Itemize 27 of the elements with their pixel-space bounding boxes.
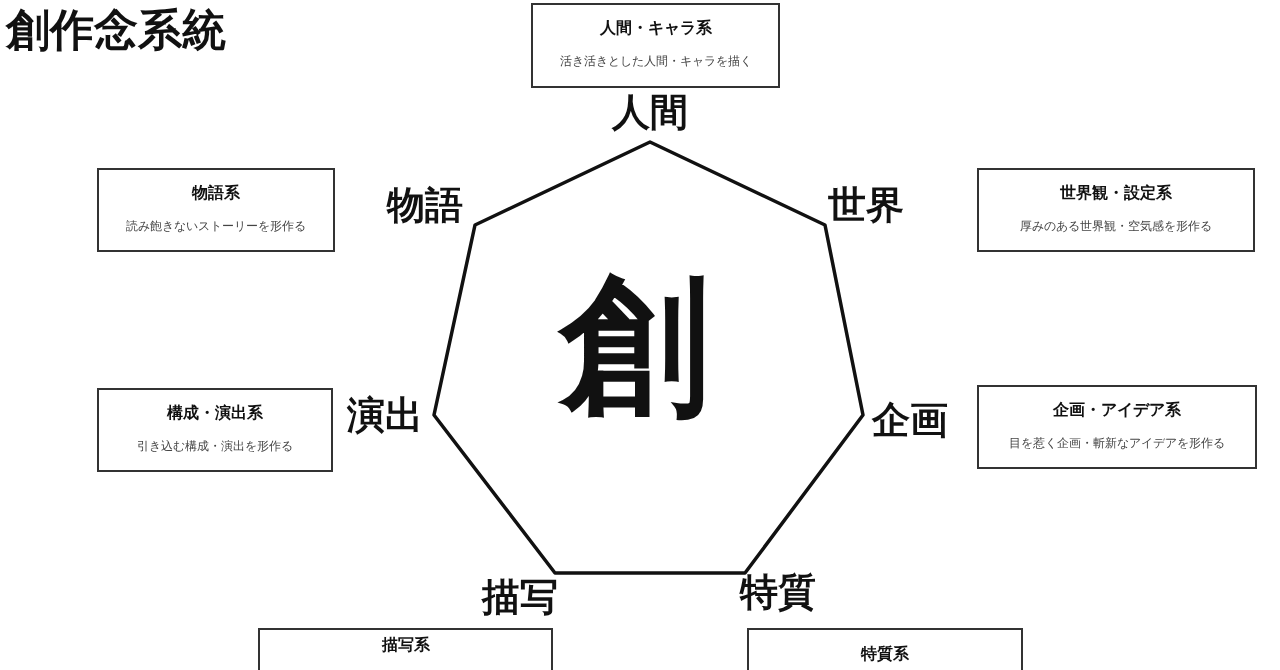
category-card — [531, 3, 780, 88]
card-heading: 構成・演出系 — [167, 402, 263, 424]
card-heading: 描写系 — [381, 634, 430, 656]
card-heading: 特質系 — [861, 643, 909, 665]
vertex-label: 描写 — [482, 575, 558, 619]
vertex-label: 特質 — [740, 570, 816, 614]
category-card — [977, 385, 1257, 469]
vertex-label: 物語 — [387, 183, 463, 227]
card-heading: 物語系 — [192, 182, 240, 204]
card-description: 引き込む構成・演出を形作る — [137, 438, 293, 455]
card-heading: 人間・キャラ系 — [599, 17, 712, 39]
category-card — [977, 168, 1255, 252]
card-description: 目を惹く企画・斬新なアイデアを形作る — [1009, 435, 1225, 452]
card-description: 厚みのある世界観・空気感を形作る — [1020, 218, 1212, 235]
vertex-label: 企画 — [872, 398, 948, 442]
vertex-label: 演出 — [347, 393, 423, 437]
card-description: 読み飽きないストーリーを形作る — [126, 218, 306, 235]
card-heading: 世界観・設定系 — [1060, 182, 1172, 204]
card-description: 活き活きとした人間・キャラを描く — [559, 53, 752, 70]
category-card — [97, 388, 333, 472]
category-card — [747, 628, 1023, 670]
card-heading: 企画・アイデア系 — [1053, 399, 1181, 421]
vertex-label: 人間 — [612, 90, 688, 134]
diagram-title: 創作念系統 — [6, 3, 226, 57]
vertex-label: 世界 — [828, 183, 904, 227]
category-card — [97, 168, 335, 252]
category-card — [258, 628, 553, 670]
